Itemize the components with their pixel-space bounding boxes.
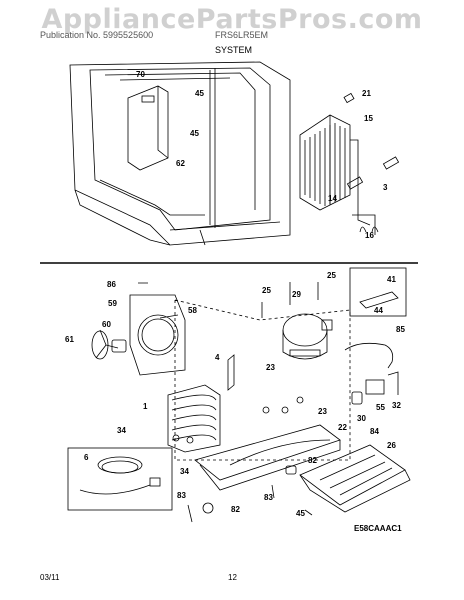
publication-number: Publication No. 5995525600 (40, 30, 154, 40)
callout-59: 59 (108, 299, 117, 308)
callout-84: 84 (370, 427, 379, 436)
callout-34: 34 (180, 467, 189, 476)
drip-tray (299, 444, 411, 513)
callout-6: 6 (84, 453, 89, 462)
condenser-coil (299, 114, 376, 235)
callout-45: 45 (195, 89, 204, 98)
callout-85: 85 (396, 325, 405, 334)
callout-14: 14 (328, 194, 337, 203)
model-number: FRS6LR5EM (215, 30, 269, 40)
fan-shroud (129, 294, 186, 376)
callout-1: 1 (143, 402, 148, 411)
part-3b (346, 176, 364, 190)
callout-25: 25 (327, 271, 336, 280)
callout-26: 26 (387, 441, 396, 450)
callout-25: 25 (262, 286, 271, 295)
callout-32: 32 (392, 401, 401, 410)
watermark: AppliancePartsPros.com (41, 4, 423, 35)
callout-labels: 7045456221153141686595860614252529414485… (65, 70, 405, 518)
callout-41: 41 (387, 275, 396, 284)
cabinet-outline (69, 61, 291, 246)
condenser-1 (167, 384, 221, 453)
callout-3: 3 (383, 183, 388, 192)
evaporator-cover (127, 85, 169, 171)
part-4 (227, 354, 235, 391)
part-3a (382, 156, 400, 170)
callout-83: 83 (264, 493, 273, 502)
callout-55: 55 (376, 403, 385, 412)
diagram-code: E58CAAAC1 (354, 524, 402, 533)
fan-motor (91, 329, 127, 360)
bracket-inset (349, 267, 407, 317)
callout-70: 70 (136, 70, 145, 79)
callout-58: 58 (188, 306, 197, 315)
callout-22: 22 (338, 423, 347, 432)
callout-62: 62 (176, 159, 185, 168)
callout-44: 44 (374, 306, 383, 315)
callout-45: 45 (296, 509, 305, 518)
callout-16: 16 (365, 231, 374, 240)
callout-60: 60 (102, 320, 111, 329)
power-cord-box (67, 447, 173, 511)
callout-23: 23 (318, 407, 327, 416)
tubing-85 (344, 342, 394, 369)
callout-29: 29 (292, 290, 301, 299)
part-21 (343, 92, 355, 104)
callout-83: 83 (177, 491, 186, 500)
footer-date: 03/11 (40, 573, 60, 582)
callout-34: 34 (117, 426, 126, 435)
compressor (282, 313, 333, 360)
callout-61: 61 (65, 335, 74, 344)
base-pan (194, 424, 341, 491)
callout-4: 4 (215, 353, 220, 362)
callout-15: 15 (364, 114, 373, 123)
callout-82: 82 (231, 505, 240, 514)
callout-45: 45 (190, 129, 199, 138)
page-number: 12 (228, 573, 237, 582)
callout-23: 23 (266, 363, 275, 372)
callout-21: 21 (362, 89, 371, 98)
callout-82: 82 (308, 456, 317, 465)
relay-overload (351, 371, 399, 405)
callout-30: 30 (357, 414, 366, 423)
callout-86: 86 (107, 280, 116, 289)
section-title: SYSTEM (215, 45, 253, 55)
